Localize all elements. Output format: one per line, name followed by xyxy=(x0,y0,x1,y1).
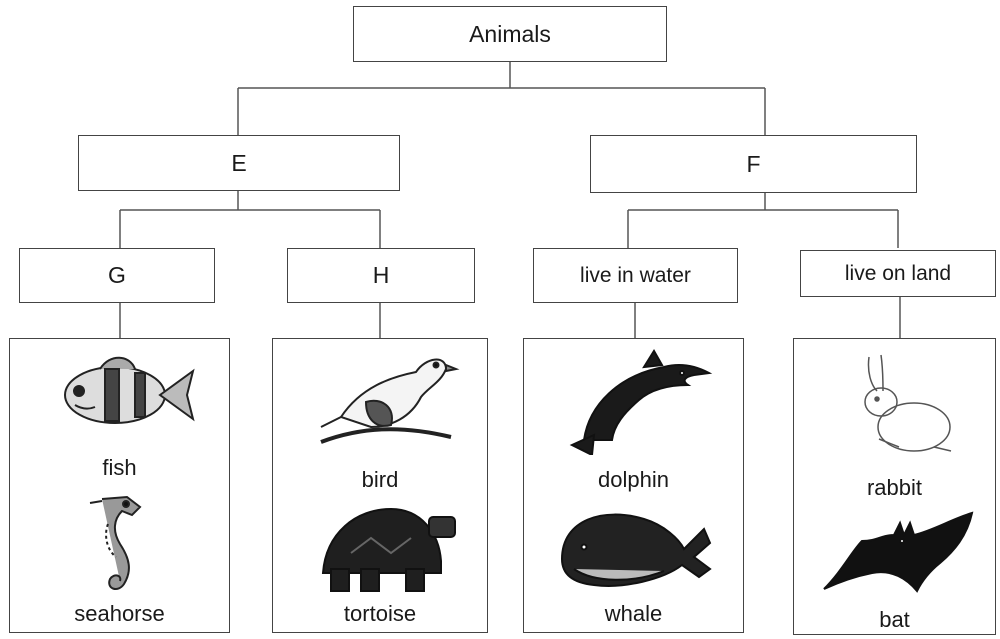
bat-label: bat xyxy=(879,607,910,632)
whale-label: whale xyxy=(604,601,663,626)
node-f: F xyxy=(590,135,917,193)
bat-picture xyxy=(823,511,974,593)
panel-h-animals: bird tortoise xyxy=(272,338,488,633)
root-node-animals: Animals xyxy=(353,6,667,62)
node-g: G xyxy=(19,248,215,303)
node-e-label: E xyxy=(231,149,247,176)
dolphin-label: dolphin xyxy=(598,467,669,492)
node-f-label: F xyxy=(746,150,761,177)
panel-land-animals: rabbit bat xyxy=(793,338,996,635)
node-e: E xyxy=(78,135,400,191)
seahorse-picture xyxy=(89,495,142,590)
bird-label: bird xyxy=(361,467,399,492)
node-water-label: live in water xyxy=(580,263,691,287)
root-label: Animals xyxy=(469,20,551,47)
node-h-label: H xyxy=(372,262,390,288)
dolphin-picture xyxy=(569,349,713,455)
node-live-on-land: live on land xyxy=(800,250,996,297)
seahorse-label: seahorse xyxy=(74,601,165,626)
panel-g-animals: fish seahorse xyxy=(9,338,230,633)
node-live-in-water: live in water xyxy=(533,248,738,303)
fish-picture xyxy=(64,356,195,424)
node-land-label: live on land xyxy=(844,261,952,285)
tortoise-label: tortoise xyxy=(343,601,417,626)
panel-water-animals: dolphin whale xyxy=(523,338,744,633)
rabbit-label: rabbit xyxy=(866,475,923,500)
whale-picture xyxy=(560,513,712,587)
bird-picture xyxy=(320,358,460,444)
node-h: H xyxy=(287,248,475,303)
node-g-label: G xyxy=(108,262,126,288)
fish-label: fish xyxy=(102,455,137,480)
tortoise-picture xyxy=(321,507,456,592)
rabbit-picture xyxy=(864,354,952,452)
